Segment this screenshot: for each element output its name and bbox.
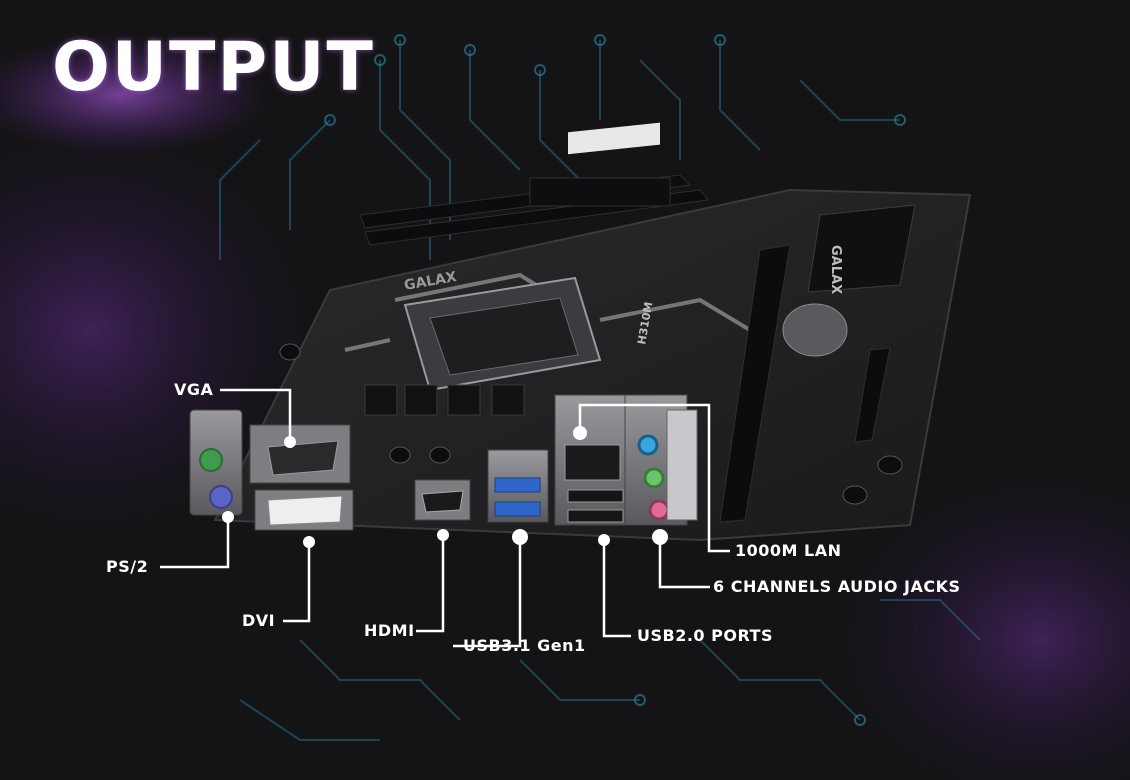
chipset-heatsink (807, 204, 916, 293)
vrm-chokes (364, 384, 525, 416)
lan-label: 1000M LAN (735, 541, 842, 560)
audio-jack-pink (648, 499, 670, 521)
board-edge-sticker (666, 409, 698, 521)
usb20-port-top (567, 489, 624, 503)
vga-port (267, 440, 339, 476)
atx-power-connector (529, 177, 671, 207)
lan-port (564, 444, 621, 481)
dvi-dot (303, 536, 315, 548)
pcie-x16-slot (719, 244, 791, 523)
dvi-port (267, 495, 343, 526)
vga-label: VGA (174, 380, 214, 399)
capacitors (279, 343, 903, 505)
usb31-port-bottom (494, 501, 541, 517)
usb31-leader (453, 537, 522, 648)
cmos-battery (782, 303, 848, 357)
audio-label: 6 CHANNELS AUDIO JACKS (713, 577, 961, 596)
hdmi-leader (416, 535, 445, 633)
lan-dot (573, 426, 587, 440)
callout-lines (160, 388, 730, 648)
circuit-pads (324, 34, 906, 726)
ps2-leader (160, 517, 230, 569)
ps2-dot (222, 511, 234, 523)
page-title: OUTPUT (52, 28, 375, 107)
right-ambient-glow (840, 480, 1130, 780)
heatsink-brand-print: GALAX (828, 245, 843, 294)
vga-dot (284, 436, 296, 448)
barcode-sticker (568, 122, 660, 155)
dvi-leader (283, 542, 311, 623)
title-glow (0, 35, 270, 155)
audio-jack-green (643, 467, 665, 489)
ps2-keyboard-port (199, 448, 223, 472)
hdmi-port (421, 490, 464, 513)
pcie-x1-slot (854, 347, 891, 443)
usb20-dot (598, 534, 610, 546)
usb31-label: USB3.1 Gen1 (463, 636, 586, 655)
usb31-dot (512, 529, 528, 545)
hdmi-dot (437, 529, 449, 541)
ps2-label: PS/2 (106, 557, 149, 576)
vga-leader (220, 388, 292, 440)
audio-dot (652, 529, 668, 545)
usb20-label: USB2.0 PORTS (637, 626, 773, 645)
lan-leader (578, 403, 730, 553)
usb20-leader (602, 540, 631, 638)
usb20-port-bottom (567, 509, 624, 523)
cpu-socket-cover (429, 297, 579, 376)
audio-jack-blue (637, 434, 659, 456)
circuit-traces (219, 40, 981, 741)
audio-leader (658, 537, 710, 589)
hdmi-label: HDMI (364, 621, 415, 640)
callout-dots (222, 426, 668, 548)
dvi-label: DVI (242, 611, 276, 630)
ps2-mouse-port (209, 485, 233, 509)
usb31-port-top (494, 477, 541, 493)
